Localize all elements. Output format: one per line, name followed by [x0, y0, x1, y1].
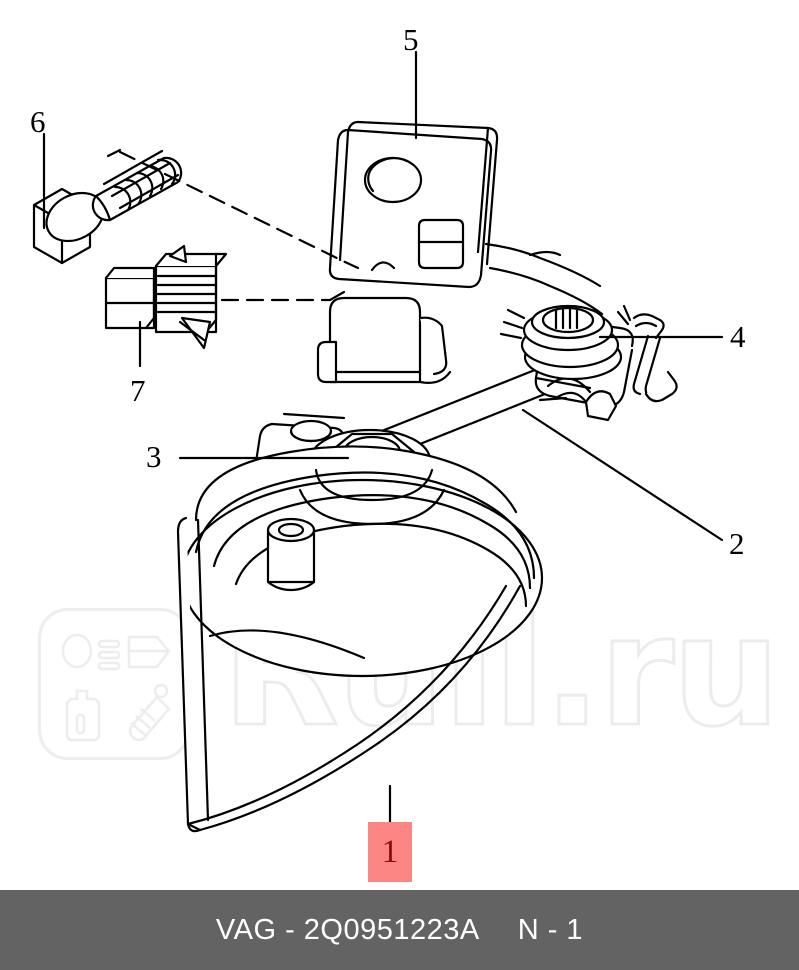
callout-label-6[interactable]: 6 [30, 104, 46, 139]
part-threaded-nut [104, 244, 228, 350]
technical-line-art [32, 50, 724, 854]
callout-label-2[interactable]: 2 [729, 526, 745, 561]
footer-content: VAG - 2Q0951223A N - 1 [216, 914, 583, 947]
assembly-dash-elbows [106, 148, 360, 302]
part-hex-flange-bolt [32, 149, 183, 265]
part-signal-horn [176, 445, 544, 833]
part-spring-clip [616, 304, 678, 403]
callout-label-5[interactable]: 5 [403, 22, 419, 57]
leader-2 [521, 408, 724, 542]
callout-label-7[interactable]: 7 [130, 373, 146, 408]
footer-part-number: VAG - 2Q0951223A [215, 913, 480, 946]
assembly-dashed-lines [118, 150, 347, 302]
callout-label-4[interactable]: 4 [730, 319, 746, 354]
diagram-canvas: Rull.ru [30, 22, 782, 882]
footer-figure-reference: N - 1 [517, 913, 584, 946]
part-electrical-connector [316, 296, 452, 384]
part-rubber-grommet [499, 304, 623, 381]
callout-label-1-highlighted[interactable]: 1 [368, 822, 412, 882]
leader-lines [42, 50, 724, 854]
footer-bar: VAG - 2Q0951223A N - 1 [0, 890, 799, 970]
part-mounting-bracket-plate [328, 120, 604, 316]
dashed-bolt-to-bracket [118, 150, 347, 264]
callout-label-3[interactable]: 3 [146, 439, 162, 474]
